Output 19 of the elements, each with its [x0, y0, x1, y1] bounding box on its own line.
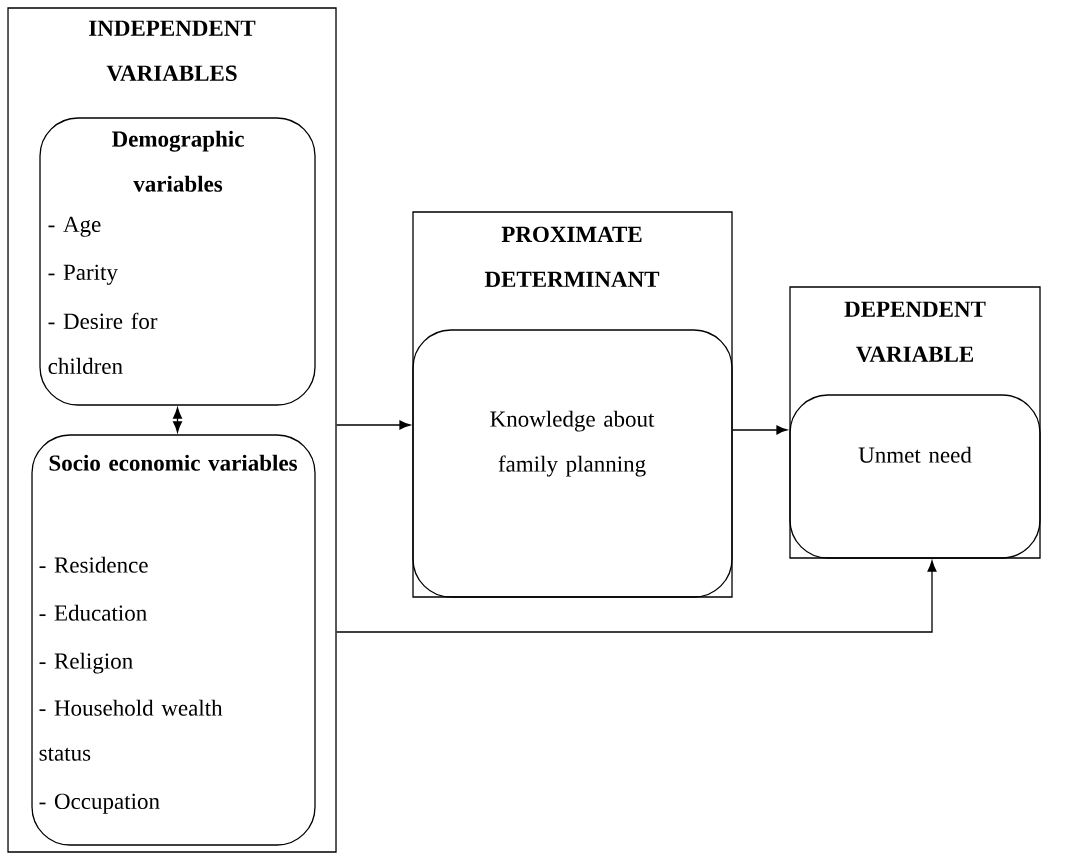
- list-item: - Parity: [48, 264, 118, 285]
- group-heading: DEPENDENT VARIABLE: [844, 301, 986, 363]
- box-heading: Demographic variables: [112, 130, 244, 192]
- list-item: - Occupation: [39, 793, 160, 814]
- arrow: [732, 425, 788, 435]
- group-heading: INDEPENDENT VARIABLES: [89, 20, 256, 82]
- arrow: [336, 420, 411, 430]
- box-text: Knowledge about family planning: [490, 410, 655, 477]
- list-item: - Residence: [39, 556, 148, 573]
- box-text: Unmet need: [858, 446, 972, 463]
- list-item: - Education: [39, 604, 147, 621]
- group-heading: PROXIMATE DETERMINANT: [484, 226, 660, 287]
- list-item: - Age: [48, 216, 101, 237]
- list-item: - Household wealth status: [39, 699, 223, 761]
- list-item: - Desire for children: [48, 312, 158, 375]
- arrow: [336, 560, 937, 633]
- list-item: - Religion: [39, 652, 133, 674]
- arrow: [173, 407, 182, 433]
- box-heading: Socio economic variables: [49, 454, 297, 471]
